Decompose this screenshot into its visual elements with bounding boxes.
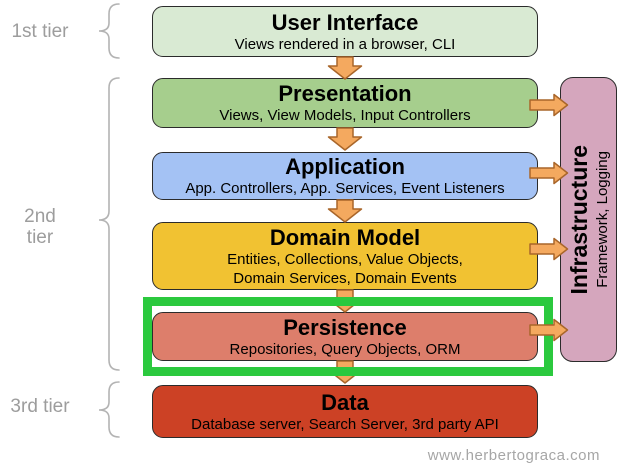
tier-label-1st: 1st tier xyxy=(11,21,69,42)
down-arrow-presentation-to-application-icon xyxy=(327,127,363,151)
layer-title: Domain Model xyxy=(269,224,421,250)
layer-title: Presentation xyxy=(278,81,412,106)
infrastructure-subtitle: Framework, Logging xyxy=(594,151,611,288)
layer-subtitle: Entities, Collections, Value Objects, xyxy=(227,250,463,268)
down-arrow-application-to-domain-icon xyxy=(327,199,363,223)
layer-title: Persistence xyxy=(283,314,407,340)
tier-label-2nd: 2nd tier xyxy=(24,206,56,248)
down-arrow-ui-to-presentation-icon xyxy=(327,56,363,80)
right-arrow-domain-to-infrastructure-icon xyxy=(529,237,569,261)
layer-title: Application xyxy=(285,154,405,179)
highlight-rectangle xyxy=(143,297,553,376)
layer-subtitle: Repositories, Query Objects, ORM xyxy=(229,340,461,358)
tier-brace-2-icon xyxy=(98,77,120,371)
layer-subtitle: Views, View Models, Input Controllers xyxy=(219,107,471,124)
layer-subtitle: Domain Services, Domain Events xyxy=(233,269,457,287)
right-arrow-presentation-to-infrastructure-icon xyxy=(529,93,569,117)
layer-title: Data xyxy=(321,389,369,415)
watermark: www.herbertograca.com xyxy=(427,447,600,464)
tier-brace-3-icon xyxy=(98,381,120,438)
layer-box-domain-model: Domain Model Entities, Collections, Valu… xyxy=(152,222,538,290)
layer-box-data: Data Database server, Search Server, 3rd… xyxy=(152,385,538,438)
layer-box-presentation: Presentation Views, View Models, Input C… xyxy=(152,78,538,128)
layer-box-application: Application App. Controllers, App. Servi… xyxy=(152,152,538,200)
tier-brace-1-icon xyxy=(98,3,120,59)
layer-subtitle: App. Controllers, App. Services, Event L… xyxy=(185,180,505,197)
right-arrow-persistence-to-infrastructure-icon xyxy=(529,318,569,342)
infrastructure-box: Infrastructure Framework, Logging xyxy=(560,77,617,362)
layer-box-persistence: Persistence Repositories, Query Objects,… xyxy=(152,312,538,361)
right-arrow-application-to-infrastructure-icon xyxy=(529,161,569,185)
layer-title: User Interface xyxy=(271,9,419,35)
layer-box-user-interface: User Interface Views rendered in a brows… xyxy=(152,6,538,57)
layer-subtitle: Views rendered in a browser, CLI xyxy=(234,35,456,53)
layer-subtitle: Database server, Search Server, 3rd part… xyxy=(191,415,499,433)
infrastructure-title: Infrastructure xyxy=(566,144,592,295)
tier-label-3rd: 3rd tier xyxy=(10,396,70,417)
